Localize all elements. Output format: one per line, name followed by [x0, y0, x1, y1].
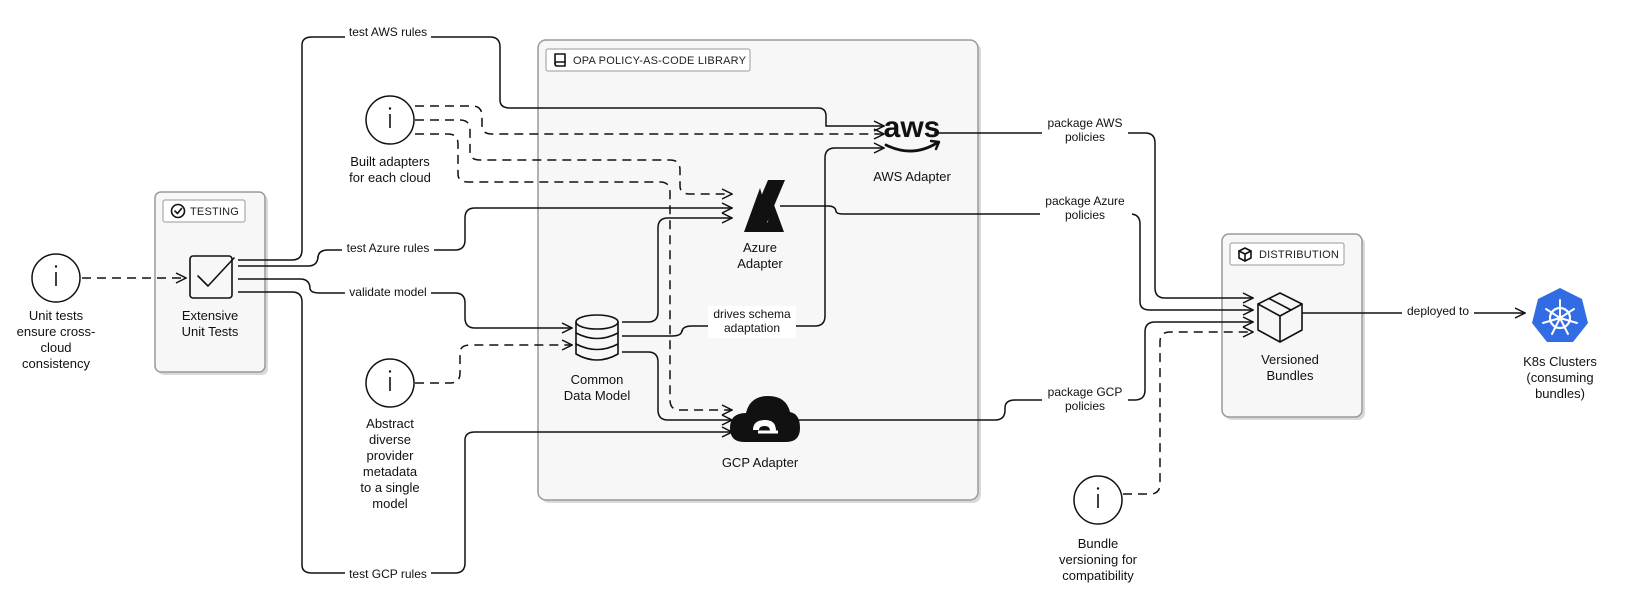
- svg-text:adaptation: adaptation: [724, 321, 780, 335]
- common-data-model-node[interactable]: Common Data Model: [564, 314, 631, 403]
- abstract-note-line: to a single: [360, 480, 419, 495]
- extensive-unit-tests-label: Extensive: [182, 308, 238, 323]
- edge-package-aws: [934, 132, 1253, 298]
- gcp-cloud-icon: [730, 396, 800, 442]
- edge-versioning-to-bundles: [1108, 332, 1253, 495]
- built-adapters-note: Built adapters for each cloud: [349, 95, 431, 185]
- edge-label-package-azure: package Azure policies: [1040, 194, 1132, 224]
- aws-logo-icon: aws: [884, 111, 941, 153]
- info-icon: [365, 95, 415, 145]
- svg-text:test AWS rules: test AWS rules: [349, 25, 427, 39]
- svg-text:policies: policies: [1065, 130, 1105, 144]
- svg-text:package AWS: package AWS: [1048, 116, 1123, 130]
- abstract-note-line: provider: [367, 448, 415, 463]
- distribution-group-label: DISTRIBUTION: [1259, 249, 1339, 261]
- versioned-bundles-label: Bundles: [1267, 368, 1314, 383]
- edge-abstract-to-model: [415, 345, 572, 384]
- info-icon: [31, 253, 81, 303]
- check-circle-icon: [170, 203, 186, 219]
- edge-label-package-aws: package AWS policies: [1042, 116, 1128, 146]
- common-data-model-label: Common: [571, 372, 624, 387]
- info-icon: [1073, 475, 1123, 525]
- common-data-model-label: Data Model: [564, 388, 631, 403]
- edge-test-aws: [238, 36, 884, 261]
- gcp-adapter-node[interactable]: GCP Adapter: [722, 396, 800, 470]
- abstract-note-line: model: [372, 496, 408, 511]
- k8s-clusters-label: K8s Clusters: [1523, 354, 1597, 369]
- edge-note-to-aws: [415, 105, 884, 134]
- edge-label-deployed-to: deployed to: [1402, 303, 1474, 319]
- testing-group: TESTING: [154, 191, 268, 375]
- versioned-bundles-label: Versioned: [1261, 352, 1319, 367]
- testing-group-label: TESTING: [190, 206, 239, 218]
- svg-text:policies: policies: [1065, 399, 1105, 413]
- azure-adapter-node[interactable]: Azure Adapter: [737, 180, 785, 271]
- abstract-note-line: diverse: [369, 432, 411, 447]
- package-icon: [1257, 292, 1303, 343]
- package-icon: [1238, 247, 1252, 262]
- edge-model-to-gcp: [622, 351, 732, 420]
- distribution-group: DISTRIBUTION: [1221, 233, 1365, 420]
- svg-text:test Azure rules: test Azure rules: [347, 241, 430, 255]
- distribution-group-tag: DISTRIBUTION: [1229, 242, 1345, 266]
- svg-text:deployed to: deployed to: [1407, 304, 1469, 318]
- bundle-versioning-note-line: compatibility: [1062, 568, 1134, 583]
- library-group-tag: OPA POLICY-AS-CODE LIBRARY: [545, 48, 751, 72]
- k8s-clusters-node[interactable]: K8s Clusters (consuming bundles): [1523, 288, 1597, 401]
- svg-text:package Azure: package Azure: [1045, 194, 1125, 208]
- unit-tests-note-line: Unit tests: [29, 308, 84, 323]
- aws-adapter-label: AWS Adapter: [873, 169, 951, 184]
- abstract-note-line: metadata: [363, 464, 418, 479]
- library-group-label: OPA POLICY-AS-CODE LIBRARY: [573, 55, 747, 67]
- bundle-versioning-note: Bundle versioning for compatibility: [1059, 475, 1138, 583]
- unit-tests-note: Unit tests ensure cross- cloud consisten…: [17, 253, 96, 371]
- svg-text:package GCP: package GCP: [1048, 385, 1123, 399]
- edge-labels: test AWS rules test Azure rules validate…: [342, 24, 1474, 582]
- gcp-adapter-label: GCP Adapter: [722, 455, 799, 470]
- k8s-clusters-label: bundles): [1535, 386, 1585, 401]
- kubernetes-icon: [1532, 288, 1588, 342]
- k8s-clusters-label: (consuming: [1526, 370, 1593, 385]
- edges: [82, 36, 1525, 574]
- edge-label-test-gcp: test GCP rules: [345, 566, 431, 582]
- bundle-versioning-note-line: Bundle: [1078, 536, 1118, 551]
- edge-label-drives-schema: drives schema adaptation: [708, 306, 796, 338]
- edge-label-test-azure: test Azure rules: [342, 240, 434, 256]
- unit-tests-note-line: consistency: [22, 356, 90, 371]
- edge-label-package-gcp: package GCP policies: [1042, 385, 1128, 415]
- azure-adapter-label: Azure: [743, 240, 777, 255]
- svg-text:validate model: validate model: [349, 285, 426, 299]
- checkbox-icon: [189, 255, 235, 299]
- database-icon: [575, 314, 619, 361]
- versioned-bundles-node[interactable]: Versioned Bundles: [1257, 292, 1319, 383]
- edge-label-test-aws: test AWS rules: [345, 24, 431, 40]
- bundle-versioning-note-line: versioning for: [1059, 552, 1138, 567]
- edge-label-validate-model: validate model: [345, 284, 431, 300]
- extensive-unit-tests-node[interactable]: Extensive Unit Tests: [182, 255, 239, 339]
- unit-tests-note-line: ensure cross-: [17, 324, 96, 339]
- azure-logo-icon: [744, 180, 785, 232]
- extensive-unit-tests-label: Unit Tests: [182, 324, 239, 339]
- edge-note-to-gcp: [415, 133, 732, 410]
- azure-adapter-label: Adapter: [737, 256, 783, 271]
- unit-tests-note-line: cloud: [40, 340, 71, 355]
- aws-adapter-node[interactable]: aws AWS Adapter: [873, 111, 951, 184]
- built-adapters-note-line: for each cloud: [349, 170, 431, 185]
- abstract-note: Abstract diverse provider metadata to a …: [360, 358, 420, 511]
- svg-text:drives schema: drives schema: [713, 307, 791, 321]
- aws-logo-text: aws: [884, 111, 941, 144]
- edge-model-to-azure: [622, 218, 732, 323]
- svg-text:test GCP rules: test GCP rules: [349, 567, 427, 581]
- edge-package-azure: [780, 205, 1253, 310]
- svg-text:policies: policies: [1065, 208, 1105, 222]
- info-icon: [365, 358, 415, 408]
- built-adapters-note-line: Built adapters: [350, 154, 430, 169]
- library-group: OPA POLICY-AS-CODE LIBRARY: [537, 39, 981, 503]
- book-icon: [554, 53, 566, 67]
- testing-group-tag: TESTING: [162, 199, 246, 223]
- abstract-note-line: Abstract: [366, 416, 414, 431]
